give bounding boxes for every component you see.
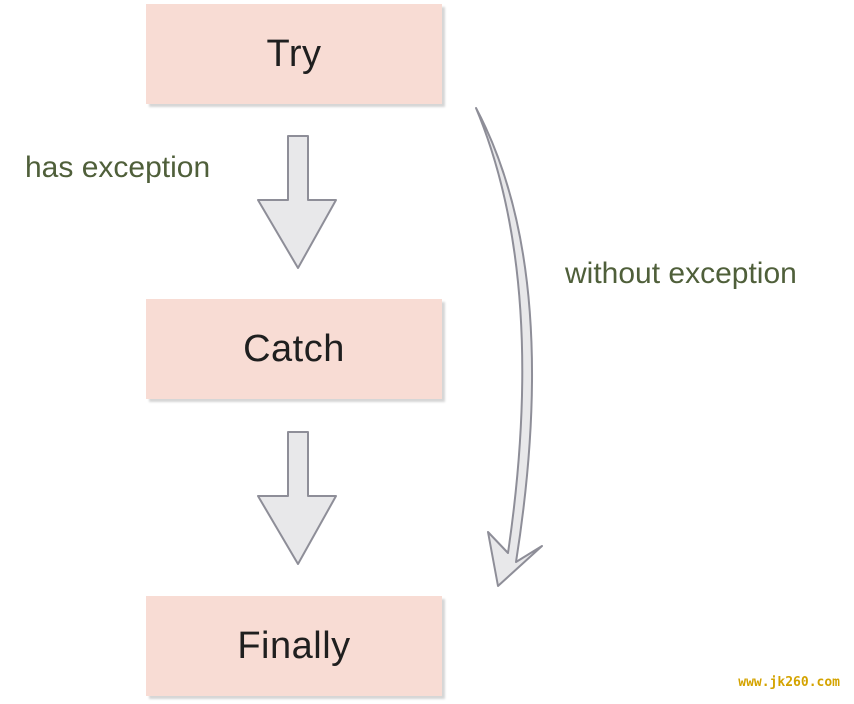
arrow-catch-to-finally	[257, 431, 337, 565]
node-catch: Catch	[146, 299, 442, 399]
node-try-label: Try	[266, 32, 322, 75]
node-try: Try	[146, 4, 442, 104]
node-catch-label: Catch	[243, 327, 345, 370]
node-finally: Finally	[146, 596, 442, 696]
arrow-try-to-catch	[257, 135, 337, 269]
watermark-text: www.jk260.com	[738, 675, 840, 690]
node-finally-label: Finally	[237, 624, 351, 667]
edge-label-has-exception: has exception	[25, 151, 211, 184]
edge-label-without-exception: without exception	[565, 257, 797, 290]
arrow-try-to-finally	[475, 107, 543, 587]
